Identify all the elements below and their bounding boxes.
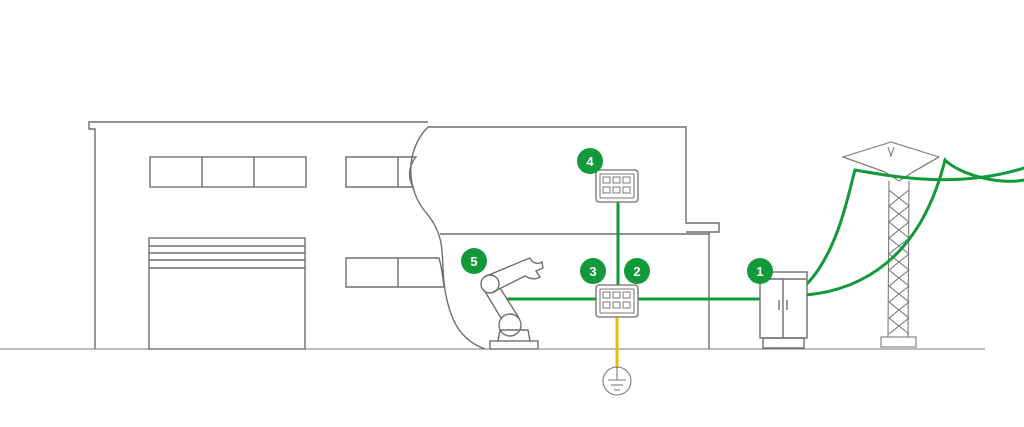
marker-2-label: 2 [633, 264, 640, 279]
marker-1[interactable]: 1 [747, 258, 773, 284]
earth-ground-icon [602, 366, 632, 396]
marker-2[interactable]: 2 [624, 258, 650, 284]
marker-3-label: 3 [589, 264, 596, 279]
distribution-panel-icon [595, 284, 639, 318]
distribution-panel-icon [595, 169, 639, 203]
marker-3[interactable]: 3 [580, 258, 606, 284]
marker-1-label: 1 [756, 264, 763, 279]
factory-building-icon [88, 121, 720, 350]
marker-5-label: 5 [470, 254, 477, 269]
marker-4[interactable]: 4 [577, 148, 603, 174]
marker-5[interactable]: 5 [461, 248, 487, 274]
electrical-cabinet-icon [759, 271, 808, 349]
robot-arm-icon [480, 257, 544, 350]
power-pylon-icon [841, 141, 941, 348]
marker-4-label: 4 [586, 154, 594, 169]
